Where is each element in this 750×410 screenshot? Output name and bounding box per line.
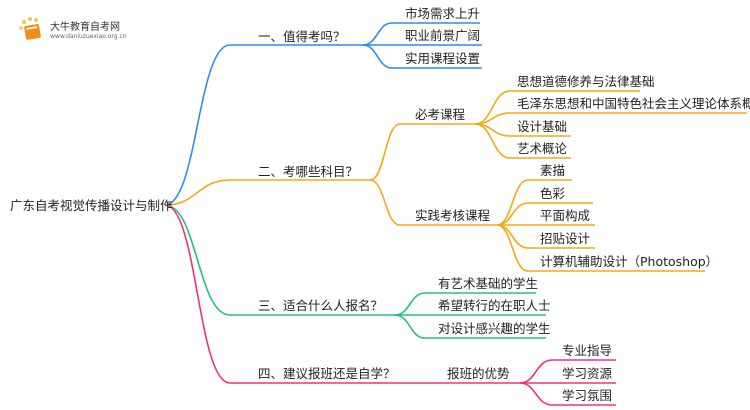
connector-line	[496, 224, 705, 272]
group-practice: 实践考核课程	[415, 208, 491, 223]
connector-line	[474, 112, 747, 125]
leaf: 有艺术基础的学生	[438, 276, 539, 291]
leaf: 色彩	[540, 186, 566, 201]
leaf: 对设计感兴趣的学生	[438, 321, 551, 336]
connector-line	[474, 123, 571, 159]
book-logo-icon	[19, 17, 41, 40]
connector-line	[394, 314, 546, 339]
leaf: 希望转行的在职人士	[438, 298, 551, 313]
leaf: 专业指导	[562, 343, 613, 358]
logo-url: www.daniuzuexiao.org.cn	[50, 33, 127, 40]
connector-line	[164, 204, 395, 316]
leaf: 市场需求上升	[405, 6, 481, 21]
connector-line	[369, 123, 475, 181]
root-node: 广东自考视觉传播设计与制作	[10, 198, 173, 213]
leaf: 毛泽东思想和中国特色社会主义理论体系概论	[517, 96, 750, 111]
connector-line	[519, 359, 616, 384]
leaf: 计算机辅助设计（Photoshop）	[540, 254, 719, 269]
branch-subjects: 二、考哪些科目？	[258, 164, 359, 179]
connector-line	[164, 44, 363, 206]
leaf: 平面构成	[540, 208, 591, 223]
leaf: 思想道德修养与法律基础	[517, 74, 655, 89]
leaf: 设计基础	[517, 119, 568, 134]
leaf: 招贴设计	[540, 231, 591, 246]
leaf: 艺术概论	[517, 141, 568, 156]
connector-line	[369, 179, 497, 226]
leaf: 职业前景广阔	[405, 28, 481, 43]
branch-audience: 三、适合什么人报名？	[258, 298, 384, 313]
group-class-advantages: 报班的优势	[447, 366, 510, 381]
leaf: 实用课程设置	[405, 51, 481, 66]
connector-line	[519, 382, 616, 406]
leaf: 学习资源	[562, 366, 613, 381]
group-required: 必考课程	[415, 107, 466, 122]
logo-title: 大牛教育自考网	[50, 22, 120, 33]
leaf: 素描	[540, 163, 566, 178]
connector-line	[164, 179, 370, 206]
leaf: 学习氛围	[562, 388, 613, 403]
branch-worth: 一、值得考吗？	[258, 29, 346, 44]
connector-line	[164, 204, 520, 384]
branch-class-or-self: 四、建议报班还是自学？	[258, 366, 396, 381]
connector-line	[362, 44, 482, 69]
logo: 大牛教育自考网 www.daniuzuexiao.org.cn	[18, 16, 127, 42]
